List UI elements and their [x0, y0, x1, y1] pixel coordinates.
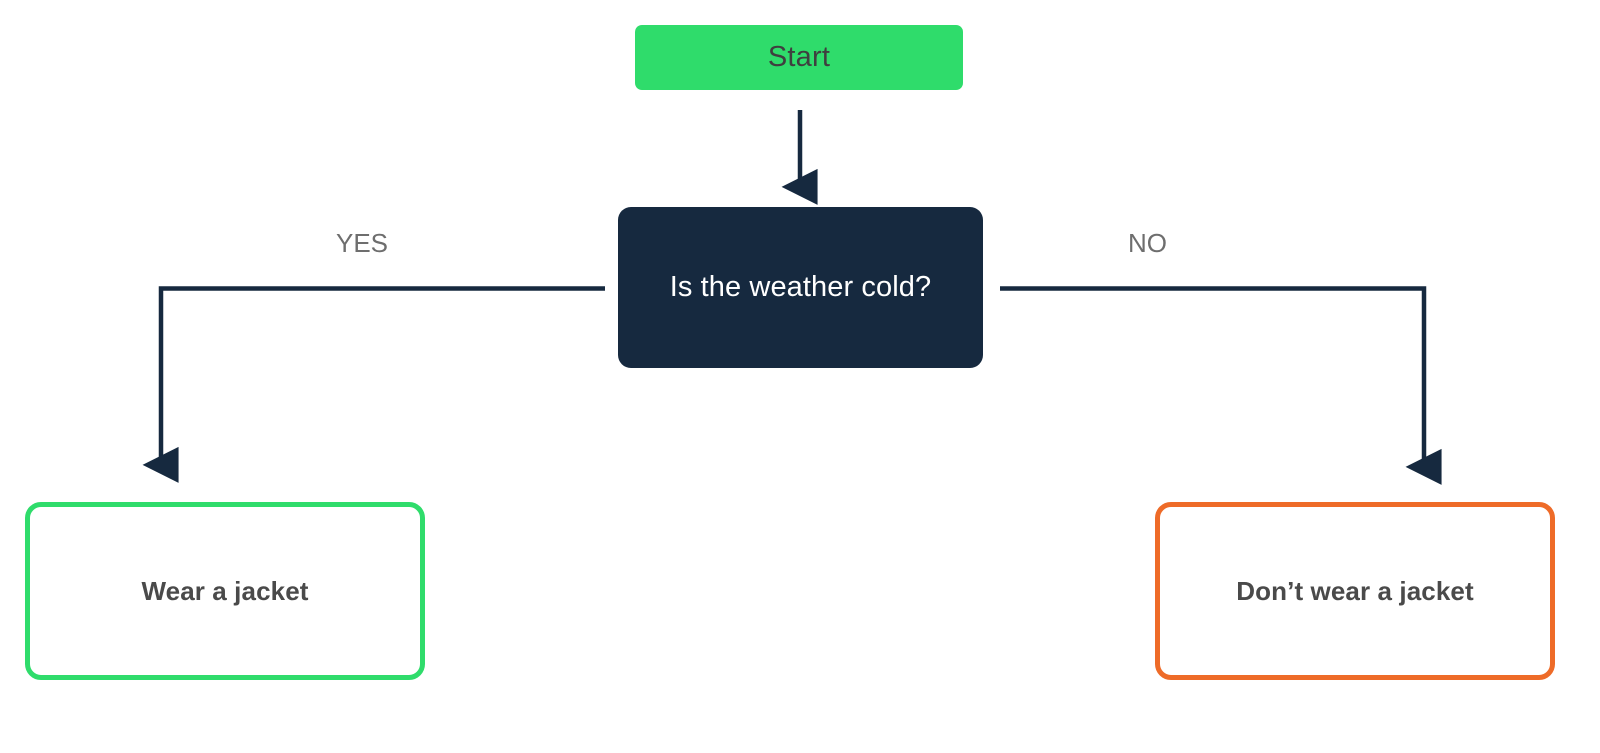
node-outcome-wear-a-jacket-label: Wear a jacket [141, 575, 309, 606]
node-start-label: Start [767, 41, 831, 73]
node-decision-label: Is the weather cold? [669, 271, 932, 303]
node-start[interactable]: Start [635, 25, 963, 90]
node-outcome-dont-wear-a-jacket-label: Don’t wear a jacket [1236, 575, 1474, 606]
edge-decision-to-yes [142, 286, 605, 483]
edge-decision-to-no [1000, 286, 1442, 485]
node-outcome-wear-a-jacket[interactable]: Wear a jacket [25, 502, 425, 680]
edge-label-no: NO [1128, 228, 1167, 258]
edge-label-yes: YES [336, 228, 389, 258]
node-decision-weather-cold[interactable]: Is the weather cold? [618, 207, 983, 368]
node-outcome-dont-wear-a-jacket[interactable]: Don’t wear a jacket [1155, 502, 1555, 680]
